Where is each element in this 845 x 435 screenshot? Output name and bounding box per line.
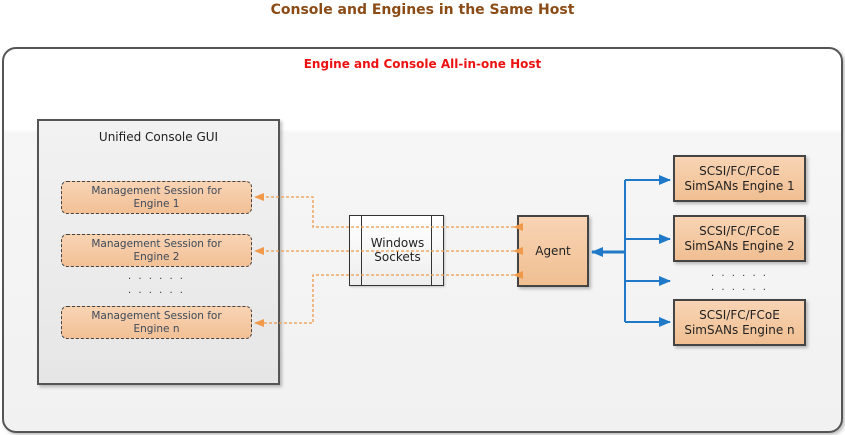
agent-label: Agent bbox=[535, 244, 571, 258]
diagram-title: Console and Engines in the Same Host bbox=[270, 2, 575, 18]
session-label-line2: Engine n bbox=[133, 323, 180, 335]
session-ellipsis-1: . . . . . . bbox=[128, 271, 185, 282]
engine-label-line1: SCSI/FC/FCoE bbox=[699, 223, 780, 238]
engine-label-line2: SimSANs Engine 1 bbox=[684, 178, 795, 193]
engine-label-line2: SimSANs Engine n bbox=[684, 322, 795, 337]
host-title: Engine and Console All-in-one Host bbox=[303, 57, 542, 71]
link-session-n-agent bbox=[254, 271, 523, 327]
session-label-line1: Management Session for bbox=[91, 310, 222, 322]
session-label-line2: Engine 2 bbox=[133, 251, 180, 263]
session-label-line2: Engine 1 bbox=[133, 198, 180, 210]
session-label-line1: Management Session for bbox=[91, 238, 222, 250]
session-label-line1: Management Session for bbox=[91, 185, 222, 197]
session-ellipsis-2: . . . . . . bbox=[128, 285, 185, 296]
engine-ellipsis-1: . . . . . . bbox=[711, 268, 768, 279]
engine-ellipsis-2: . . . . . . bbox=[711, 282, 768, 293]
console-title: Unified Console GUI bbox=[98, 130, 219, 144]
windows-sockets-line1: Windows bbox=[370, 236, 425, 250]
engine-label-line1: SCSI/FC/FCoE bbox=[699, 307, 780, 322]
agent-box: Agent bbox=[517, 215, 589, 287]
engine-label-line1: SCSI/FC/FCoE bbox=[699, 163, 780, 178]
engine-label-line2: SimSANs Engine 2 bbox=[684, 238, 795, 253]
link-session-1-agent bbox=[254, 193, 523, 231]
